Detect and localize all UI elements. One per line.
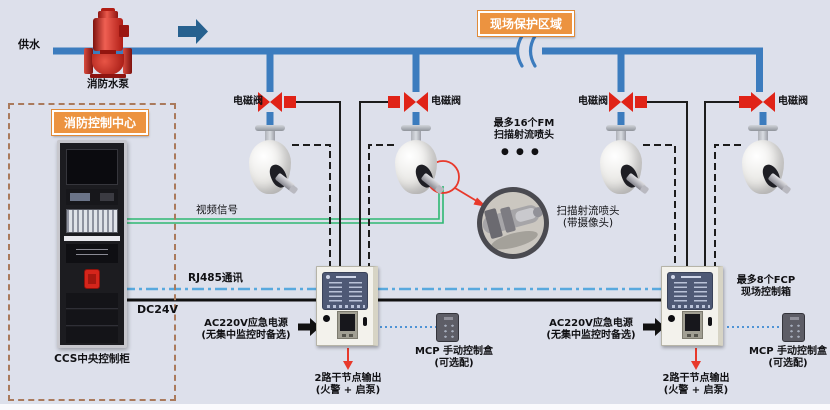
- ac220v-note: AC220V应急电源 (无集中监控时备选): [201, 318, 291, 341]
- nozzle-detail-photo: [477, 187, 549, 259]
- pod-flange: [606, 125, 636, 131]
- jet-nozzle-camera-pod: [248, 120, 299, 212]
- pod-flange: [401, 125, 431, 131]
- relay-output-note: 2路干节点输出 (火警 + 启泵): [662, 373, 730, 396]
- ac220v-arrow-icon: [298, 318, 320, 336]
- solenoid-valve-icon: [258, 92, 775, 112]
- fcp-field-control-panel: [661, 266, 723, 346]
- pod-flange: [255, 125, 285, 131]
- ac220v-note: AC220V应急电源 (无集中监控时备选): [546, 318, 636, 341]
- mcp-note: MCP 手动控制盒 (可选配): [748, 346, 828, 369]
- callout-arrow-icon: [454, 187, 487, 207]
- panel-knob: [323, 315, 330, 322]
- nozzle-detail-label: 扫描射流喷头 (带摄像头): [556, 205, 620, 229]
- video-signal-line: [123, 185, 444, 224]
- rj485-label: RJ485通讯: [188, 272, 243, 284]
- jet-nozzle-camera-pod: [394, 120, 445, 212]
- jet-nozzle-camera-pod: [599, 120, 650, 212]
- jet-nozzle-camera-pod: [741, 120, 792, 212]
- fm-nozzle-count-note: 最多16个FM 扫描射流喷头: [493, 118, 555, 141]
- mcp-manual-control-box: [782, 313, 805, 342]
- relay-output-note: 2路干节点输出 (火警 + 启泵): [314, 373, 382, 396]
- protection-zone-badge: 现场保护区域: [478, 11, 575, 36]
- dc24v-label: DC24V: [137, 303, 179, 316]
- video-signal-label: 视频信号: [196, 204, 238, 216]
- fcp-field-control-panel: [316, 266, 378, 346]
- ccs-cabinet-label: CCS中央控制柜: [54, 353, 130, 365]
- control-center-badge: 消防控制中心: [52, 110, 149, 135]
- fire-pump-icon: [84, 8, 132, 79]
- solenoid-valve-label: 电磁阀: [578, 96, 608, 107]
- valve-control-wire: [296, 101, 739, 266]
- panel-toggle: [708, 317, 712, 326]
- pod-flange: [748, 125, 778, 131]
- pipe-break-icon: [515, 34, 537, 68]
- panel-display: [682, 311, 703, 339]
- relay-output-arrow-icon: [343, 348, 701, 370]
- terminal-strip: [66, 209, 118, 233]
- solenoid-valve-label: 电磁阀: [233, 96, 263, 107]
- mcp-manual-control-box: [436, 313, 459, 342]
- solenoid-valve-label: 电磁阀: [431, 96, 461, 107]
- fcp-count-note: 最多8个FCP 现场控制箱: [736, 275, 796, 298]
- fire-pump-label: 消防水泵: [87, 78, 129, 90]
- cabinet-screen: [66, 149, 118, 185]
- mcp-note: MCP 手动控制盒 (可选配): [414, 346, 494, 369]
- nozzle-signal-wire-dashed: [292, 144, 741, 266]
- panel-toggle: [363, 317, 367, 326]
- solenoid-valve-label: 电磁阀: [778, 96, 808, 107]
- ac220v-arrow-icon: [643, 318, 665, 336]
- bottom-margin: [0, 404, 830, 410]
- panel-knob: [668, 315, 675, 322]
- cabinet-red-button: [84, 269, 100, 289]
- ellipsis-dots: ● ● ●: [501, 147, 541, 157]
- flow-arrow-icon: [178, 19, 208, 44]
- water-supply-label: 供水: [18, 38, 40, 51]
- control-center-boundary: [8, 103, 176, 401]
- panel-display: [337, 311, 358, 339]
- ccs-central-control-cabinet: [57, 140, 127, 348]
